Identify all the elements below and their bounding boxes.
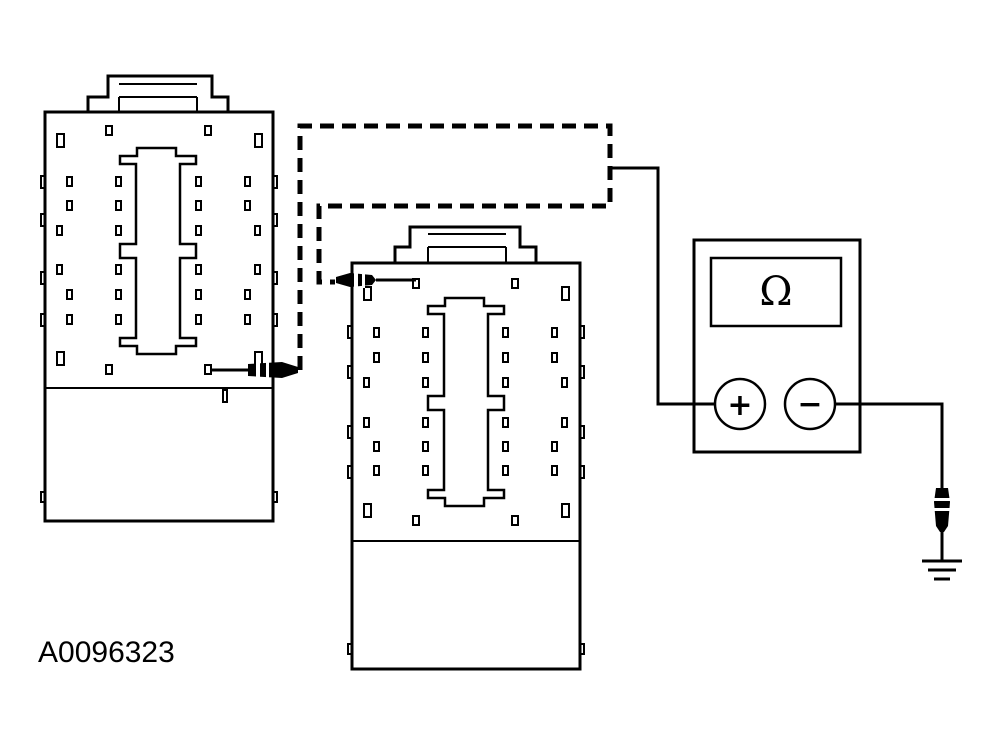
positive-terminal-label: + <box>727 388 752 423</box>
connector-left-cavities <box>56 125 263 403</box>
connector-left-latch <box>86 74 230 112</box>
connector-right-cavities <box>363 278 570 526</box>
ohmmeter: Ω + − <box>692 238 862 454</box>
connector-right <box>347 225 585 671</box>
ohm-symbol: Ω <box>759 269 792 315</box>
lead-wire-negative <box>835 402 944 490</box>
connector-left-key <box>118 146 198 356</box>
lead-wire-positive <box>610 166 716 406</box>
figure-id-label: A0096323 <box>38 636 175 669</box>
negative-terminal-label: − <box>797 387 822 422</box>
connector-right-body <box>350 261 582 671</box>
connector-right-latch <box>393 225 538 263</box>
ground-probe-icon <box>934 488 950 560</box>
positive-terminal <box>713 377 767 431</box>
connector-left-body <box>43 110 275 523</box>
test-probe-icon <box>336 272 416 288</box>
ground-symbol-icon <box>922 559 962 581</box>
jumper-wire-dashed <box>297 123 613 370</box>
connector-left <box>40 74 278 523</box>
ohmmeter-body <box>692 238 862 454</box>
ohmmeter-display <box>709 256 843 328</box>
test-probe-icon <box>210 362 298 378</box>
connector-right-key <box>426 296 506 508</box>
